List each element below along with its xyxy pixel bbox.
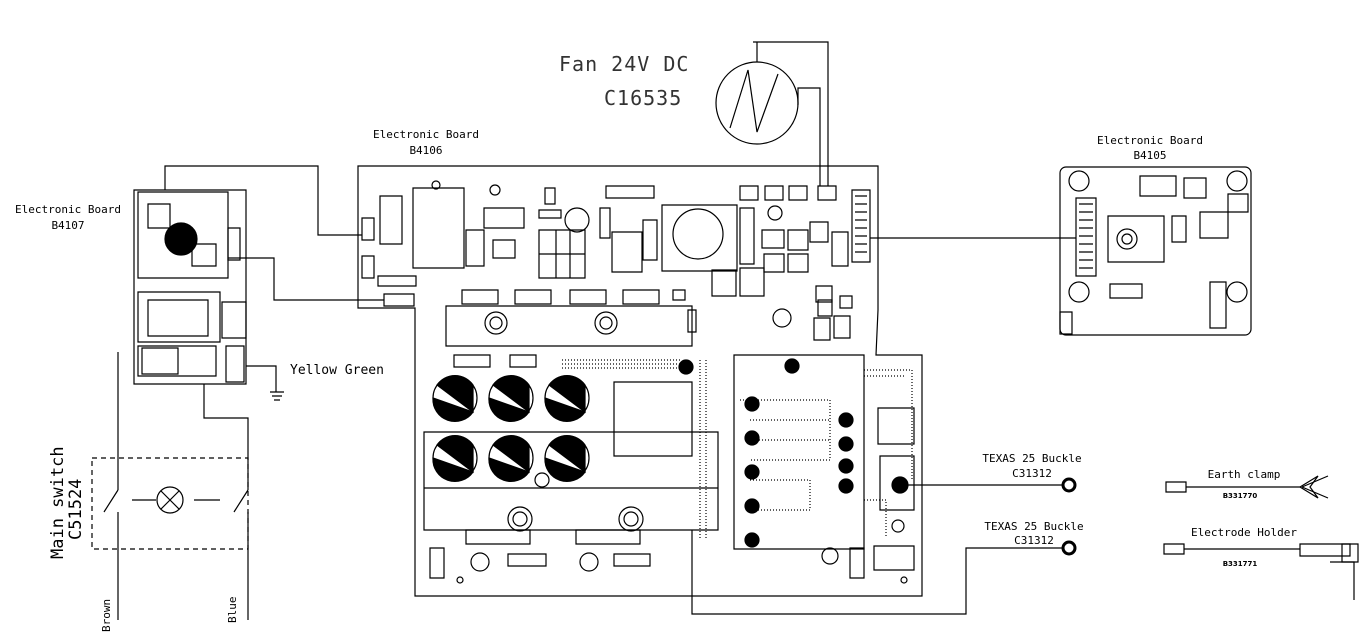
fan-label-line2: C16535 — [604, 86, 683, 110]
fan-symbol — [716, 42, 828, 186]
blue-wire-label: Blue — [226, 596, 239, 624]
buckle-2-title: TEXAS 25 Buckle — [984, 520, 1084, 533]
left-board-title: Electronic Board — [15, 203, 121, 216]
main-board-title: Electronic Board — [373, 128, 479, 141]
earth-clamp-title: Earth clamp — [1207, 468, 1281, 481]
main-electronic-board — [358, 166, 922, 596]
buckle-1-title: TEXAS 25 Buckle — [982, 452, 1082, 465]
main-board-code: B4106 — [409, 144, 443, 157]
main-switch-code: C51524 — [66, 478, 86, 540]
earth-clamp-code: B331770 — [1222, 492, 1258, 500]
electrode-holder-symbol — [1164, 544, 1358, 600]
output-terminals — [1063, 479, 1075, 554]
capacitor-bank — [433, 376, 589, 482]
ground-wire-label: Yellow Green — [290, 363, 384, 378]
buckle-1-code: C31312 — [1012, 467, 1052, 480]
fan-label-line1: Fan 24V DC — [559, 52, 690, 76]
earth-clamp-symbol — [1166, 476, 1328, 498]
left-board-code: B4107 — [51, 219, 85, 232]
brown-wire-label: Brown — [100, 598, 113, 632]
main-switch-title: Main switch — [48, 446, 68, 559]
left-electronic-board — [134, 190, 246, 384]
buckle-2-code: C31312 — [1014, 534, 1054, 547]
right-electronic-board — [1060, 167, 1251, 335]
right-board-title: Electronic Board — [1097, 134, 1203, 147]
connection-wires — [92, 166, 1076, 620]
electrode-holder-code: B331771 — [1222, 560, 1258, 568]
right-board-code: B4105 — [1133, 149, 1167, 162]
electrode-holder-title: Electrode Holder — [1191, 526, 1297, 539]
